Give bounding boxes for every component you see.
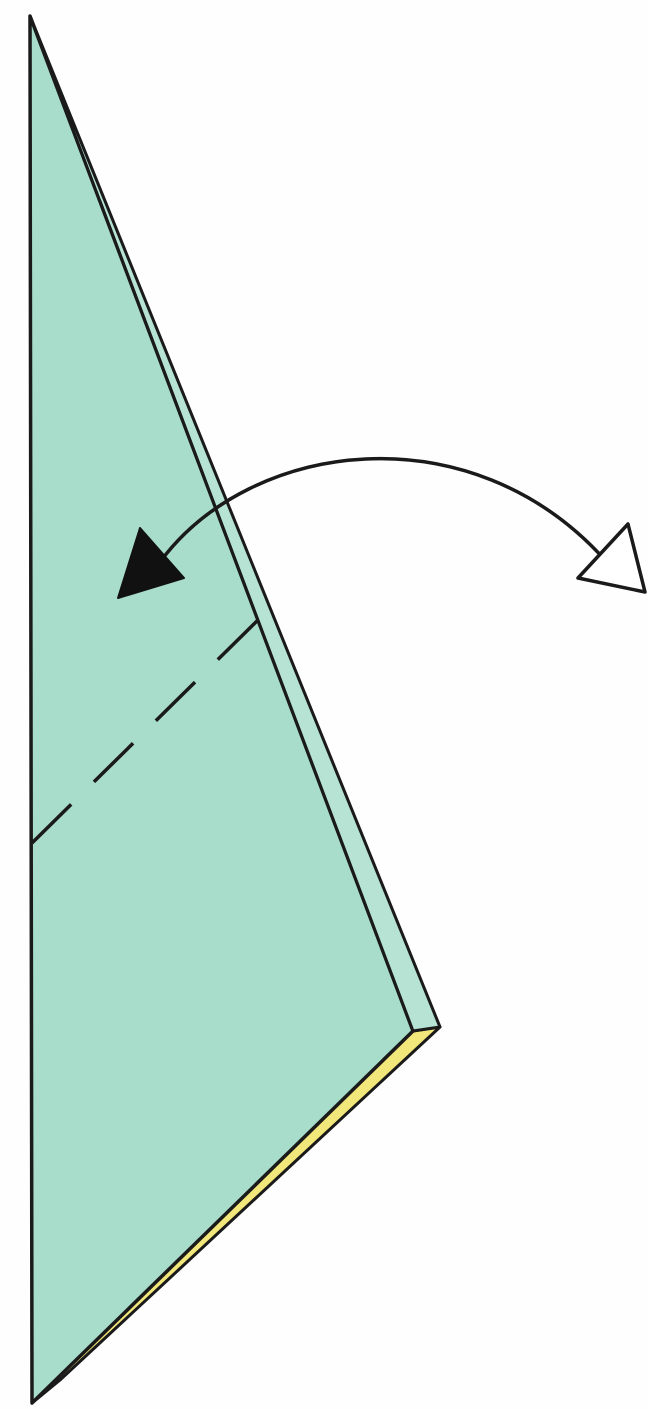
triangle-filled-icon — [117, 527, 185, 599]
paper-front-face — [28, 14, 415, 1405]
fold-unfold-arrow-curve — [158, 456, 607, 564]
valley-fold-line — [30, 618, 260, 845]
layer-crease-line — [99, 199, 414, 1032]
triangle-outline-icon — [576, 522, 647, 594]
